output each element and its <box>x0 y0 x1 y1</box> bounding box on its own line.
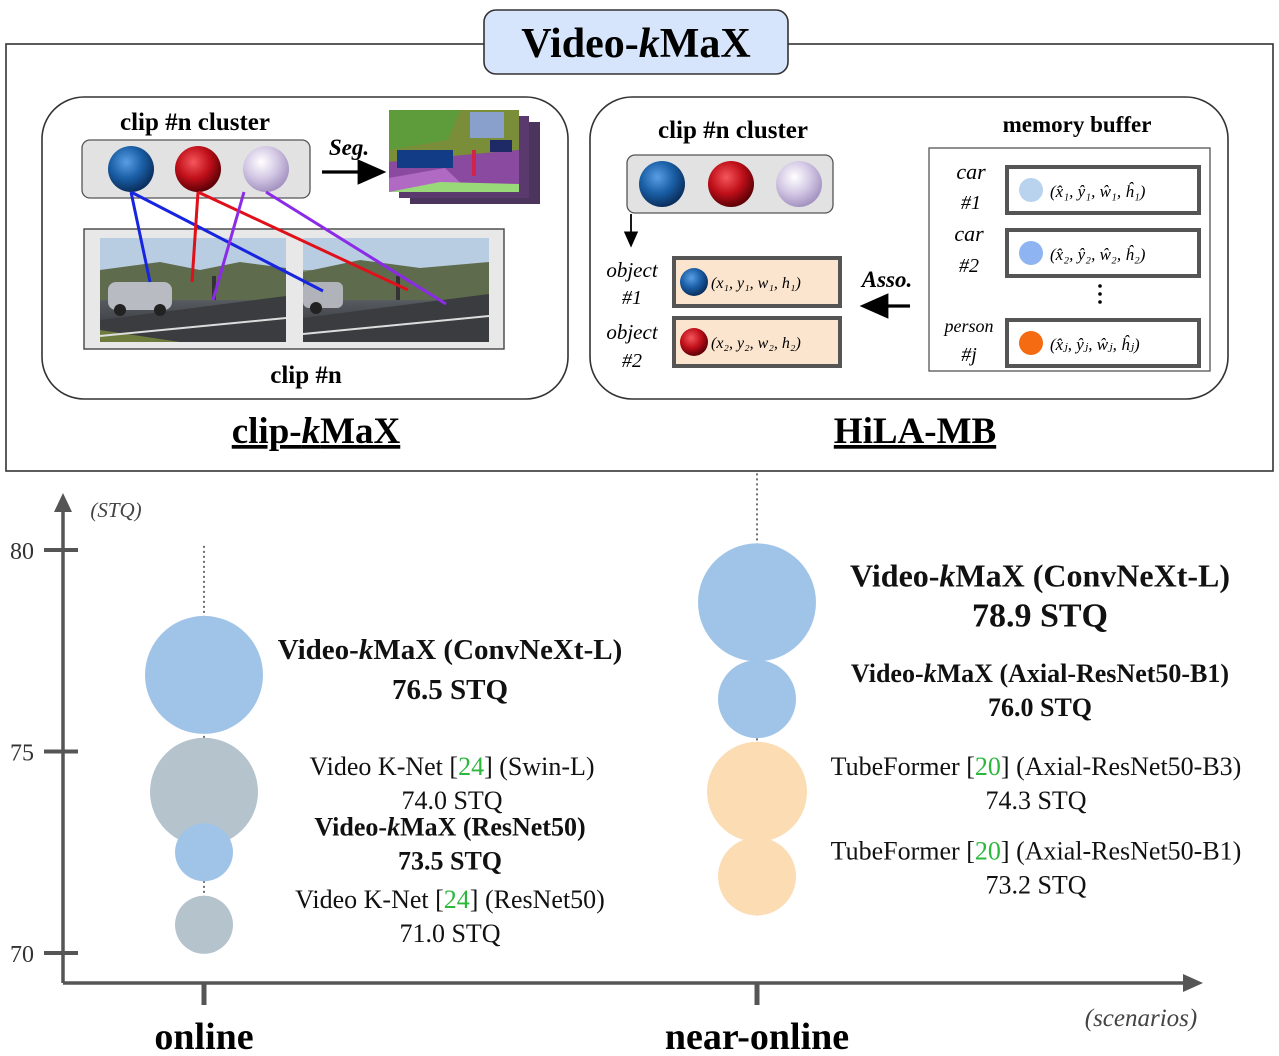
memory-3-coords: (x̂ⱼ, ŷⱼ, ŵⱼ, ĥⱼ) <box>1050 335 1140 354</box>
object-2-label: object <box>606 320 658 344</box>
link-purple-frame2 <box>265 190 447 306</box>
bubble-label-value: 74.3 STQ <box>985 786 1086 815</box>
stq-bubble <box>698 543 816 662</box>
bubble-label-name: Video K-Net [24] (ResNet50) <box>295 885 605 914</box>
hila-sphere-red <box>708 161 754 207</box>
link-red-frame1 <box>190 191 200 283</box>
y-tick-label: 70 <box>10 942 34 968</box>
link-red-frame2 <box>197 190 409 292</box>
memory-3-index: #j <box>961 344 977 366</box>
stq-chart: (STQ) (scenarios) 70 75 80 online near-onlin… <box>10 473 1241 1056</box>
clip-kmax-cluster-label: clip #n cluster <box>120 109 270 136</box>
segmentation-output <box>389 110 540 204</box>
cluster-sphere-red <box>175 146 221 192</box>
y-axis-label: (STQ) <box>90 498 141 522</box>
bubble-label-name: TubeFormer [20] (Axial-ResNet50-B1) <box>831 836 1242 865</box>
stq-bubble <box>718 837 796 916</box>
bubble-label-value: 78.9 STQ <box>972 597 1108 634</box>
clip-frames-label: clip #n <box>270 362 342 389</box>
x-axis-label: (scenarios) <box>1085 1005 1197 1032</box>
bubble-label-value: 71.0 STQ <box>399 919 500 948</box>
stq-bubble <box>150 737 258 846</box>
bubble-label-name: Video-kMaX (ConvNeXt-L) <box>278 634 622 666</box>
memory-2-label: car <box>954 221 984 246</box>
object-1-index: #1 <box>622 287 642 309</box>
stq-bubble <box>718 660 796 739</box>
hila-sphere-blue <box>639 161 685 207</box>
bubble-label-name: TubeFormer [20] (Axial-ResNet50-B3) <box>831 752 1242 781</box>
memory-3-box <box>1005 318 1201 368</box>
y-tick-label: 75 <box>10 741 34 767</box>
object-2-index: #2 <box>622 350 642 372</box>
object-1-icon <box>680 268 708 296</box>
memory-ellipsis <box>1098 284 1102 304</box>
memory-2-index: #2 <box>959 255 979 277</box>
title-box <box>483 9 789 75</box>
object-2-coords: (x₂, y₂, w₂, h₂) <box>711 335 801 352</box>
stq-bubble <box>707 741 807 842</box>
x-category-label: online <box>154 1016 253 1056</box>
seg-label: Seg. <box>329 135 369 160</box>
memory-3-icon <box>1019 331 1043 355</box>
hila-sphere-lavender <box>776 161 822 207</box>
bubble-label-name: Video K-Net [24] (Swin-L) <box>309 752 594 781</box>
y-tick-label: 80 <box>10 539 34 565</box>
object-1-label: object <box>606 258 658 282</box>
stq-bubble <box>175 823 233 882</box>
link-blue-frame2 <box>130 190 324 293</box>
memory-2-icon <box>1019 241 1043 265</box>
bubble-label-name: Video-kMaX (Axial-ResNet50-B1) <box>851 659 1229 688</box>
memory-2-coords: (x̂₂, ŷ₂, ŵ₂, ĥ₂) <box>1050 245 1146 264</box>
memory-1-index: #1 <box>961 192 981 214</box>
memory-3-label: person <box>943 316 994 336</box>
bubble-label-name: Video-kMaX (ResNet50) <box>314 812 585 841</box>
asso-label: Asso. <box>860 267 913 292</box>
memory-1-icon <box>1019 178 1043 202</box>
y-axis-arrowhead <box>54 493 72 512</box>
stq-bubble <box>175 895 233 954</box>
stq-bubble <box>145 615 263 734</box>
bubble-label-value: 76.5 STQ <box>392 674 508 706</box>
bubble-label-value: 76.0 STQ <box>988 693 1092 722</box>
bubble-label-value: 73.2 STQ <box>985 870 1086 899</box>
clip-kmax-section-title: clip-kMaX <box>232 411 401 452</box>
object-2-icon <box>680 328 708 356</box>
link-purple-frame1 <box>211 191 246 301</box>
main-title: Video-kMaX <box>521 21 750 67</box>
x-axis-arrowhead <box>1183 974 1203 992</box>
memory-1-coords: (x̂₁, ŷ₁, ŵ₁, ĥ₁) <box>1050 182 1146 201</box>
object-1-coords: (x₁, y₁, w₁, h₁) <box>711 275 801 292</box>
bubble-label-value: 74.0 STQ <box>401 786 502 815</box>
cluster-sphere-blue <box>108 146 154 192</box>
bubble-label-value: 73.5 STQ <box>398 846 502 875</box>
cluster-sphere-lavender <box>243 146 289 192</box>
bubble-label-name: Video-kMaX (ConvNeXt-L) <box>850 557 1230 593</box>
hila-cluster-label: clip #n cluster <box>658 117 808 144</box>
hila-mb-section-title: HiLA-MB <box>834 411 996 452</box>
memory-buffer-title: memory buffer <box>1003 112 1152 137</box>
link-blue-frame1 <box>129 191 152 283</box>
x-category-label: near-online <box>665 1016 849 1056</box>
memory-1-label: car <box>956 159 986 184</box>
